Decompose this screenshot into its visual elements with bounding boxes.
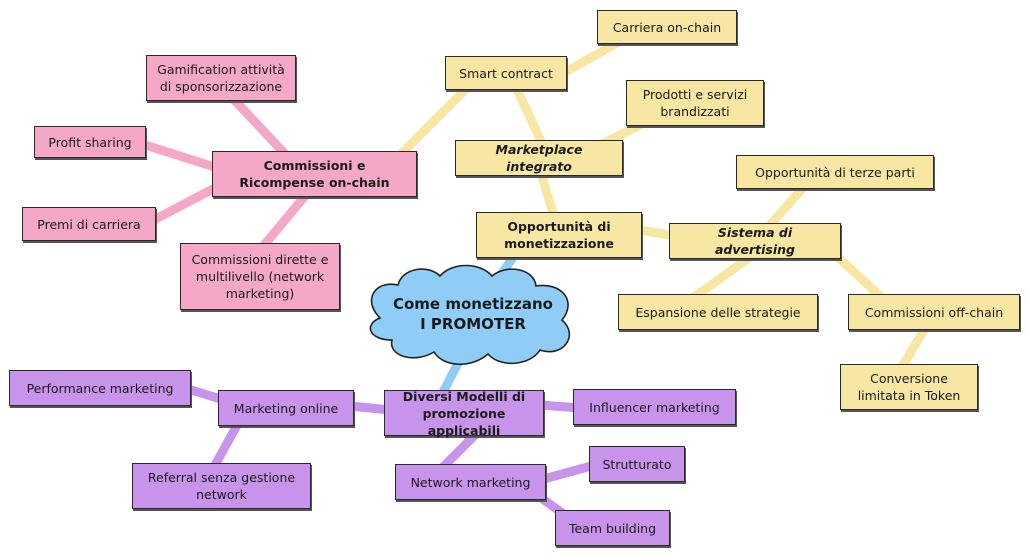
node-conversione-token[interactable]: Conversione limitata in Token [840,364,978,410]
node-network-marketing[interactable]: Network marketing [395,464,546,500]
link-marketplace-opportunita [535,165,560,225]
root-line2: I PROMOTER [420,315,526,333]
node-commissioni-dirette[interactable]: Commissioni dirette e multilivello (netw… [180,243,340,310]
node-performance-marketing[interactable]: Performance marketing [9,370,191,406]
node-referral[interactable]: Referral senza gestione network [132,463,311,509]
link-online-referral [210,415,245,470]
node-sistema-advertising[interactable]: Sistema di advertising [669,223,841,259]
node-opportunita-terze-parti[interactable]: Opportunità di terze parti [736,155,934,189]
node-marketplace-integrato[interactable]: Marketplace integrato [455,140,623,176]
node-smart-contract[interactable]: Smart contract [445,56,567,90]
node-commissioni-offchain[interactable]: Commissioni off-chain [848,294,1020,330]
node-influencer-marketing[interactable]: Influencer marketing [573,389,736,425]
node-strutturato[interactable]: Strutturato [589,446,685,482]
node-prodotti-servizi[interactable]: Prodotti e servizi brandizzati [626,80,764,126]
link-smart-marketplace [510,80,550,155]
node-carriera-onchain[interactable]: Carriera on-chain [597,10,737,44]
link-modelli-network [435,425,485,475]
node-profit-sharing[interactable]: Profit sharing [34,126,146,158]
node-premi-carriera[interactable]: Premi di carriera [22,207,156,241]
node-team-building[interactable]: Team building [555,510,670,546]
root-node[interactable]: Come monetizzano I PROMOTER [378,294,568,334]
node-diversi-modelli[interactable]: Diversi Modelli di promozione applicabil… [384,389,544,438]
node-marketing-online[interactable]: Marketing online [218,390,354,426]
link-network-strutturato [535,460,600,485]
node-espansione-strategie[interactable]: Espansione delle strategie [618,294,818,330]
link-commissioni-dirette [255,185,315,255]
root-line1: Come monetizzano [392,295,553,313]
root-cloud [369,264,570,365]
node-gamification[interactable]: Gamification attività di sponsorizzazion… [146,55,296,101]
node-opportunita-monetizzazione[interactable]: Opportunità di monetizzazione [476,212,642,258]
node-commissioni-ricompense[interactable]: Commissioni e Ricompense on-chain [212,151,417,197]
